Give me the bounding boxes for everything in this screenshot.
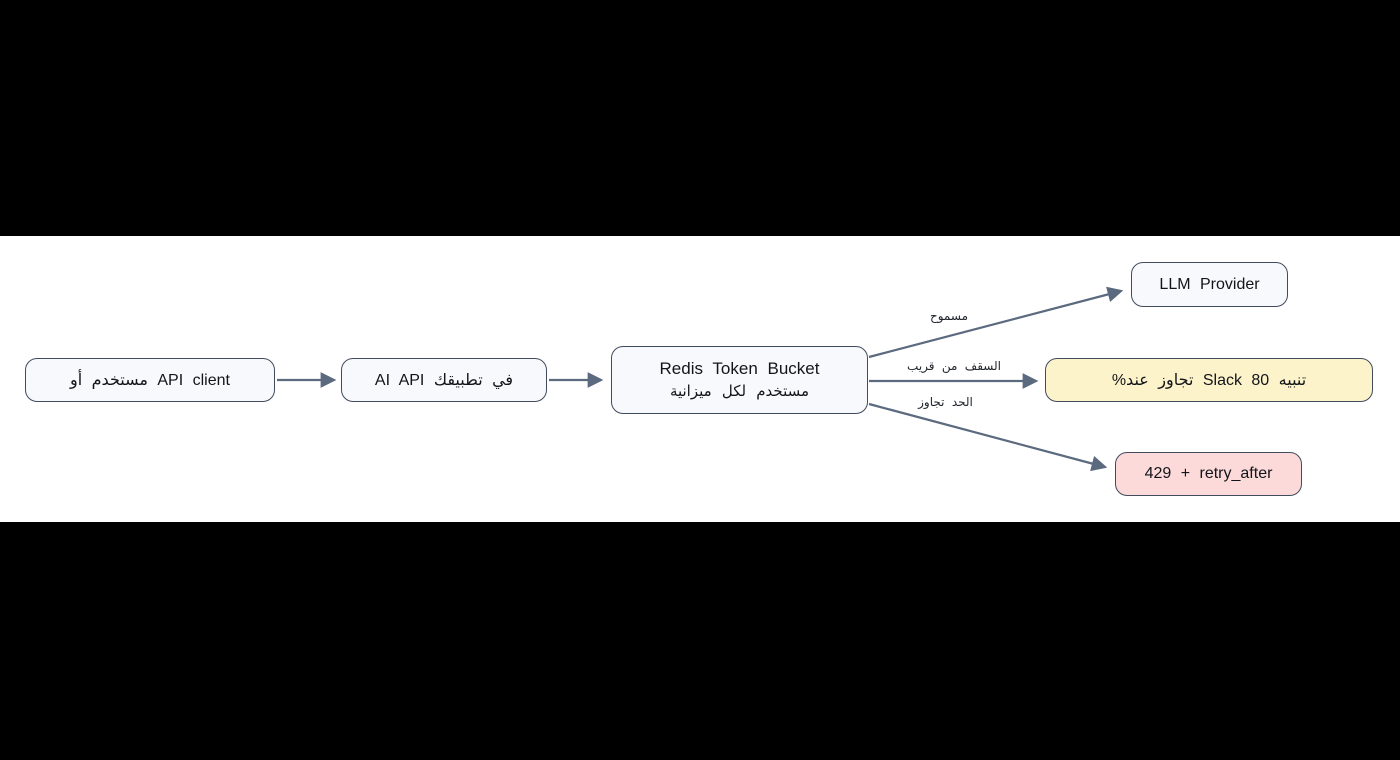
- edge-near-cap-label: قريب‎ من‎ السقف: [907, 359, 1001, 373]
- node-ai-api: AI API في تطبيقك: [341, 358, 547, 402]
- node-api-client-label: مستخدم أو API client: [70, 372, 230, 389]
- node-redis-bucket-subtitle: ميزانية‎ لكل‎ مستخدم: [669, 383, 810, 401]
- node-slack-alert-label: %‎عند‎ تجاوز‎ Slack 80 ‎تنبيه: [1111, 372, 1307, 389]
- node-slack-alert: %‎عند‎ تجاوز‎ Slack 80 ‎تنبيه: [1045, 358, 1373, 402]
- node-rate-limit-response-label: 429 + retry_after: [1144, 465, 1273, 482]
- edge-limit-exceeded-label: تجاوز‎ الحد: [918, 395, 973, 409]
- node-llm-provider: LLM Provider: [1131, 262, 1288, 307]
- node-ai-api-label: AI API في تطبيقك: [374, 372, 514, 389]
- node-api-client: مستخدم أو API client: [25, 358, 275, 402]
- node-redis-bucket-title: Redis Token Bucket: [659, 358, 820, 378]
- node-llm-provider-label: LLM Provider: [1159, 275, 1260, 293]
- edge-allowed-label: مسموح: [929, 309, 968, 323]
- node-redis-bucket: Redis Token Bucket ميزانية‎ لكل‎ مستخدم: [611, 346, 868, 414]
- node-rate-limit-response: 429 + retry_after: [1115, 452, 1302, 496]
